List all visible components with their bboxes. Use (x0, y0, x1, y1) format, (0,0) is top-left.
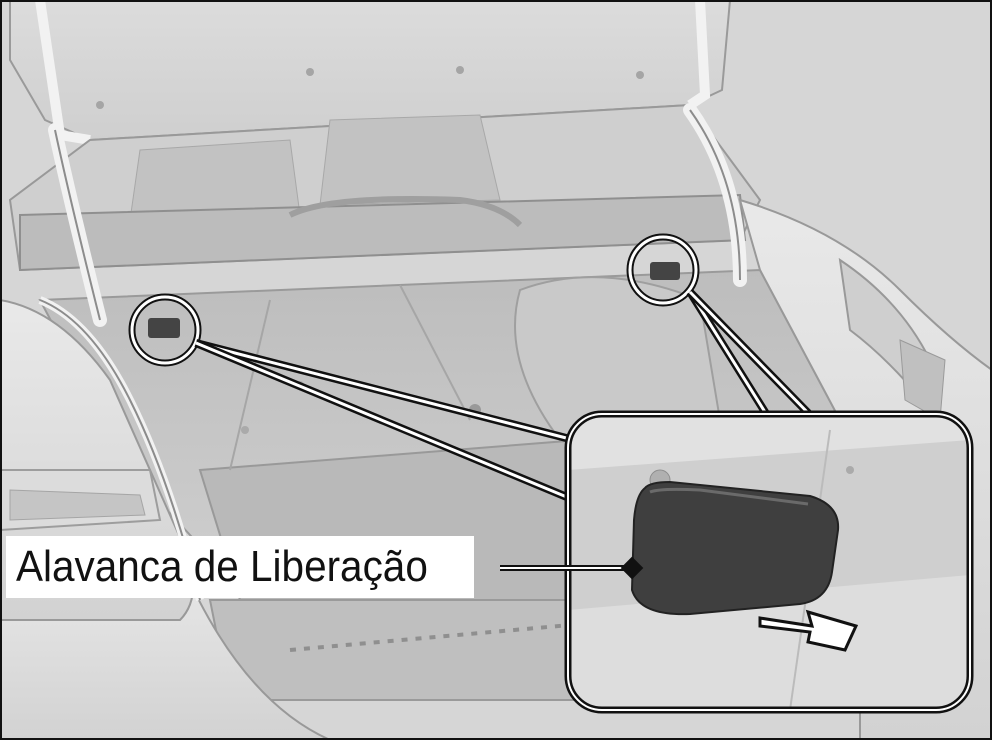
cabin-view (8, 103, 762, 272)
release-lever-label-box: Alavanca de Liberação (6, 536, 474, 598)
lever-right-small (650, 262, 680, 280)
release-lever-label: Alavanca de Liberação (16, 542, 428, 591)
highlight-circle-left-inner (130, 295, 200, 365)
label-leader (500, 556, 644, 580)
highlight-circle-right-inner (628, 235, 698, 305)
callout-lines (194, 289, 818, 504)
trunk-hinges (48, 103, 747, 327)
lever-left-small (148, 318, 180, 338)
release-lever (630, 480, 840, 616)
diamond-marker-icon (620, 556, 644, 580)
arrow-right-icon (758, 609, 859, 652)
zoom-panel (564, 410, 974, 714)
